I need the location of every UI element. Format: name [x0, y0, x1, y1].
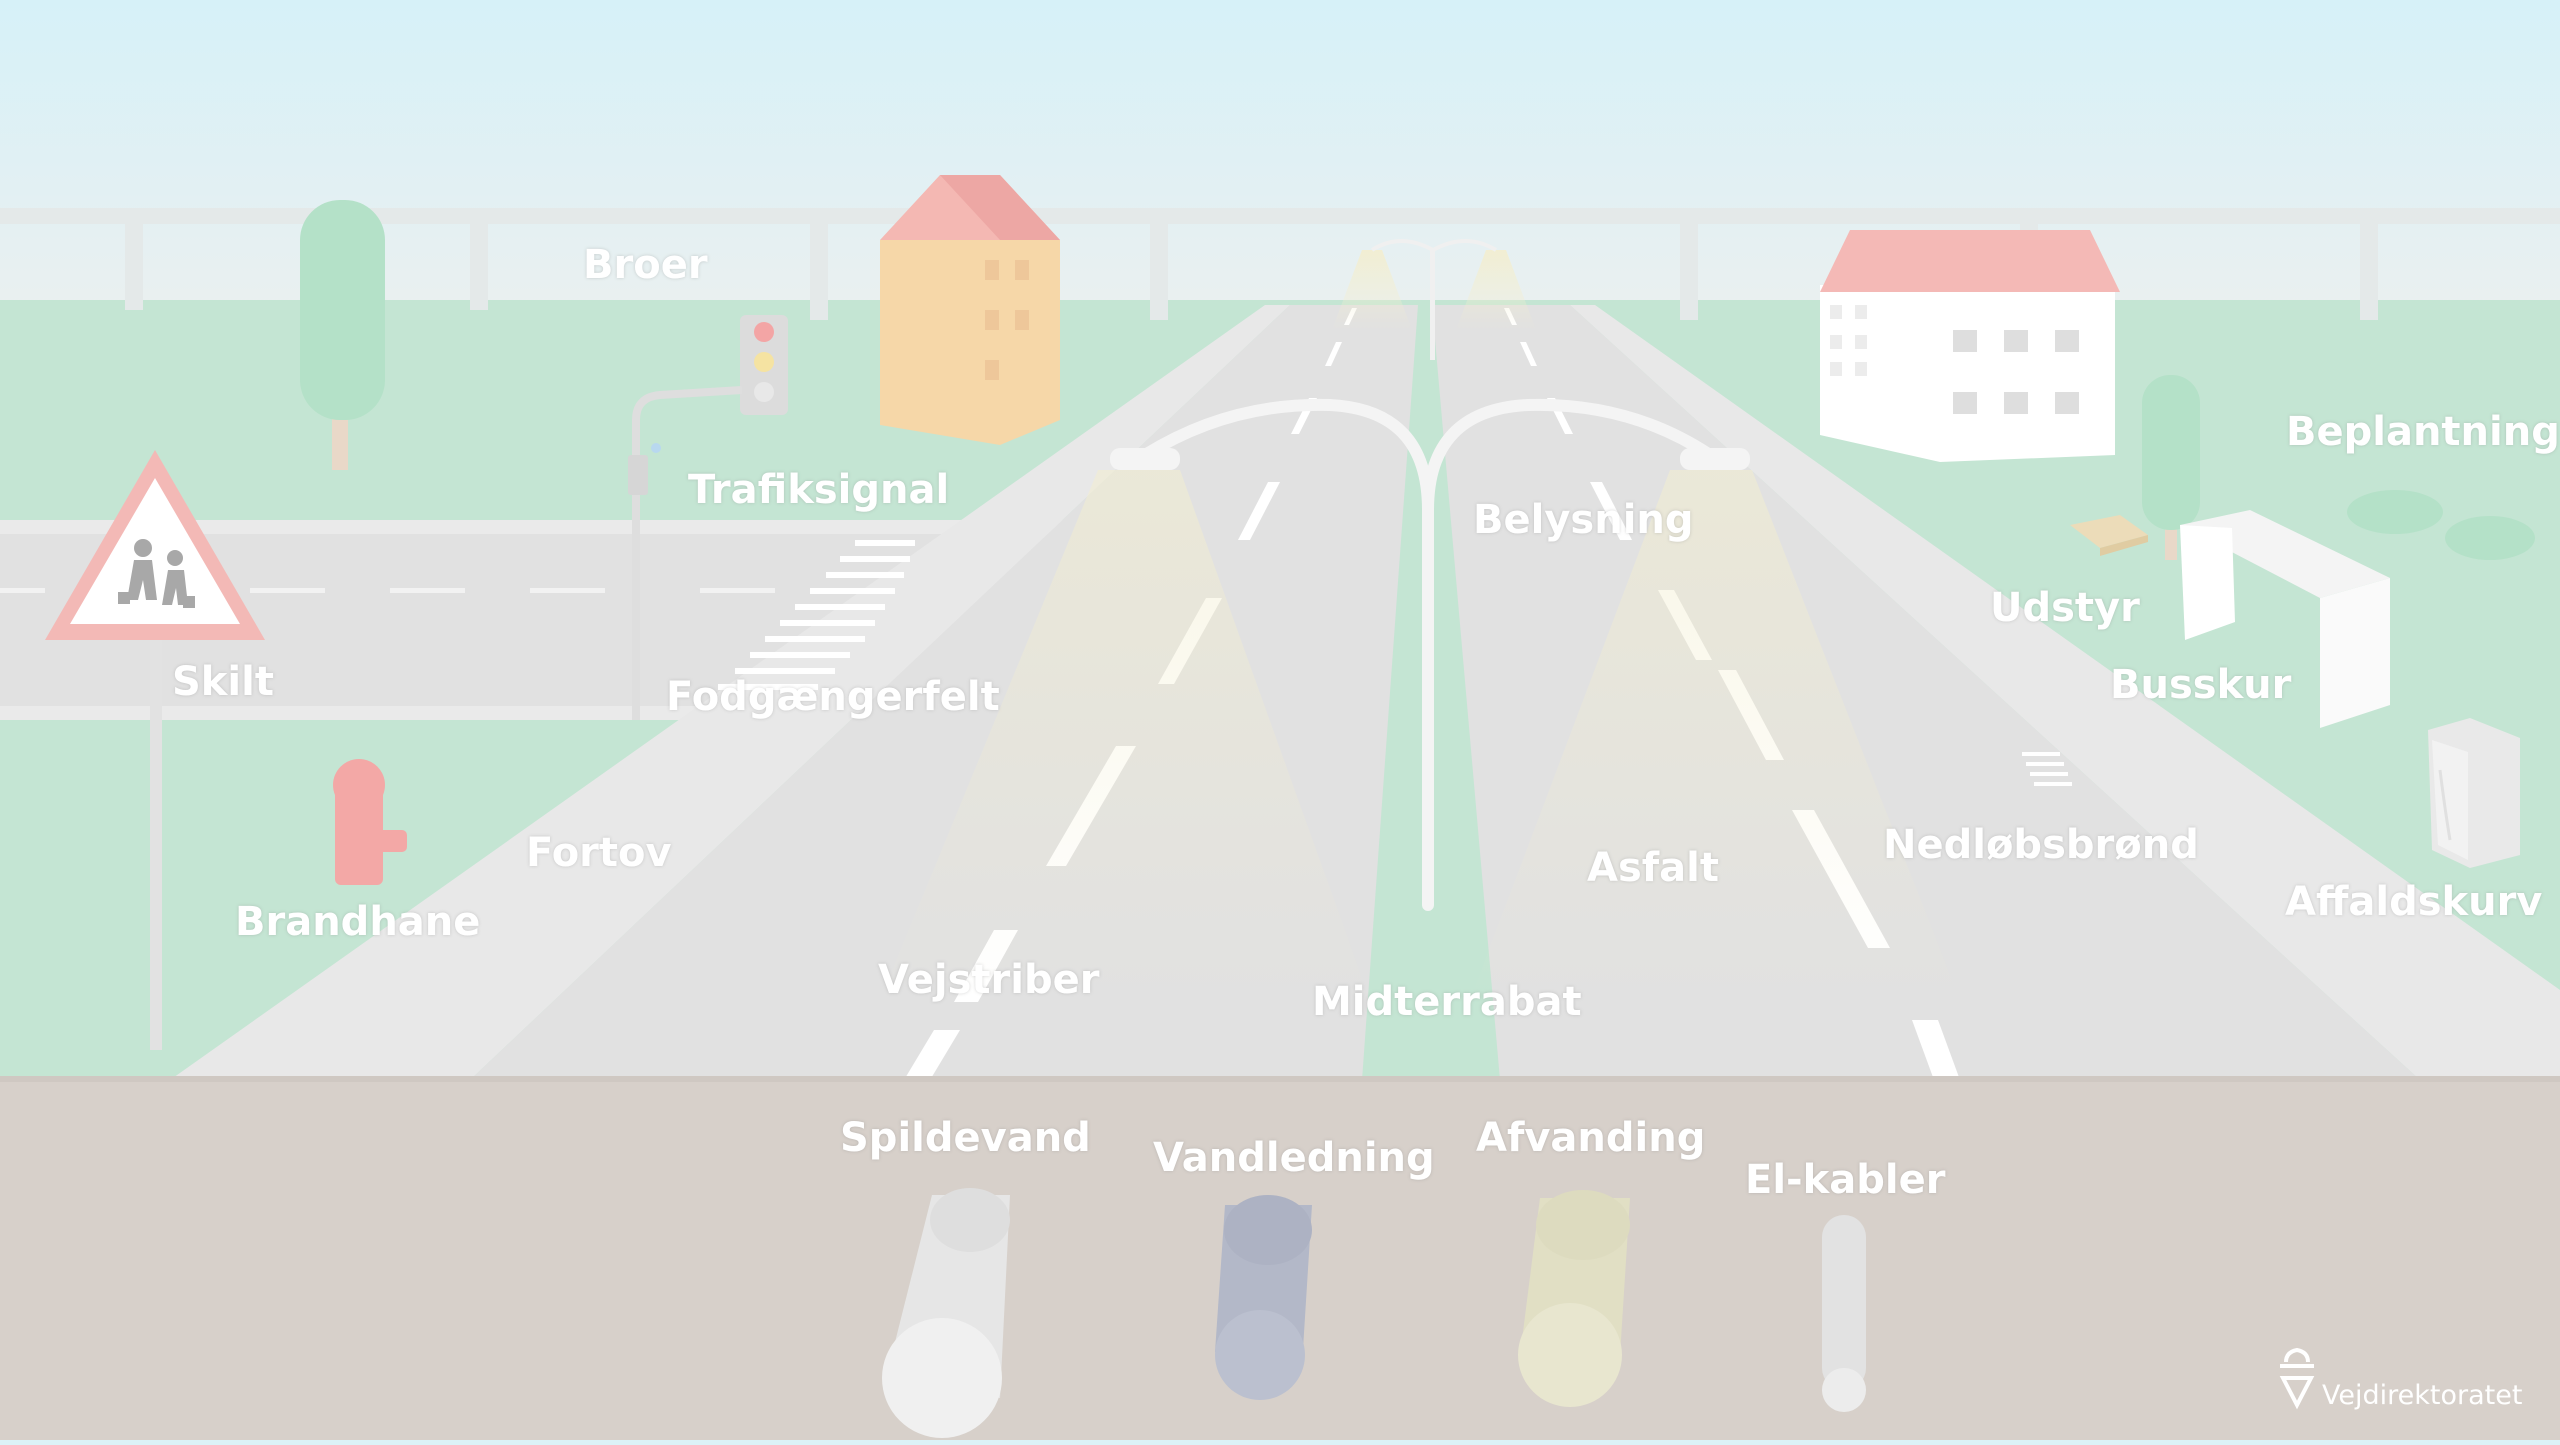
pipe-el-kabler — [1822, 1215, 1866, 1412]
label-skilt: Skilt — [172, 662, 274, 702]
label-midterrabat: Midterrabat — [1312, 982, 1582, 1022]
waste-basket — [2428, 718, 2520, 868]
label-afvanding: Afvanding — [1476, 1118, 1705, 1158]
label-affaldskurv: Affaldskurv — [2285, 882, 2542, 922]
label-trafiksignal: Trafiksignal — [688, 470, 949, 510]
label-fortov: Fortov — [526, 833, 672, 873]
label-brandhane: Brandhane — [235, 902, 480, 942]
label-el-kabler: El-kabler — [1745, 1160, 1945, 1200]
white-house — [1820, 230, 2120, 462]
logo-text: Vejdirektoratet — [2322, 1382, 2522, 1409]
label-asfalt: Asfalt — [1587, 848, 1719, 888]
label-busskur: Busskur — [2110, 665, 2291, 705]
yellow-house — [880, 175, 1060, 445]
label-broer: Broer — [583, 245, 708, 285]
label-vandledning: Vandledning — [1153, 1138, 1435, 1178]
label-belysning: Belysning — [1473, 500, 1694, 540]
label-spildevand: Spildevand — [840, 1118, 1091, 1158]
label-udstyr: Udstyr — [1990, 588, 2140, 628]
label-beplantning: Beplantning — [2286, 412, 2560, 452]
label-vejstriber: Vejstriber — [878, 960, 1099, 1000]
label-fodgaengerfelt: Fodgængerfelt — [666, 677, 1000, 717]
pipe-vandledning — [1215, 1195, 1312, 1400]
label-nedlobsbrond: Nedløbsbrønd — [1883, 825, 2199, 865]
